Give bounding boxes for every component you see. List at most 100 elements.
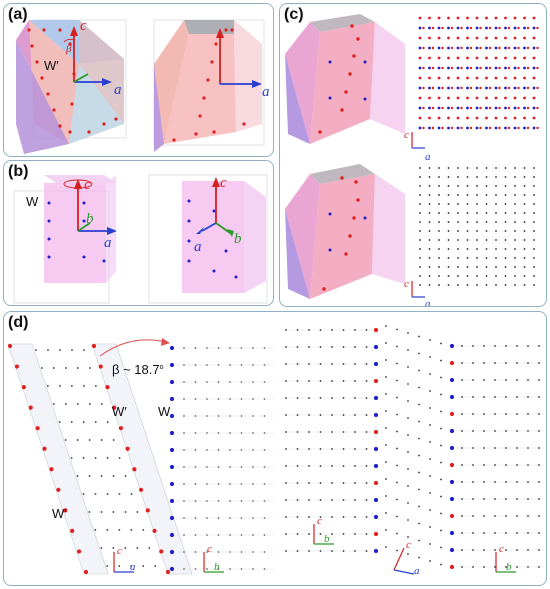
axis-label-a-a-left: a [114,82,122,98]
column-atom [449,360,455,366]
lattice-point [538,498,540,500]
lattice-point [296,329,299,331]
lattice-point [514,194,516,196]
lattice-point [319,448,322,450]
atoms-b-right [187,199,238,279]
red-atom [14,364,20,369]
lattice-point [142,529,145,531]
lattice-point [385,461,387,463]
lattice-point [485,257,488,259]
lattice-point [461,430,463,432]
lattice-point [527,515,529,517]
lattice-point [422,86,425,90]
lattice-point [479,46,482,50]
lattice-point [526,86,530,90]
column-atom [449,564,455,570]
lattice-point [469,66,473,70]
column-atom [373,531,379,537]
lattice-point [526,126,530,130]
lattice-point [475,96,479,100]
lattice-point [396,549,398,552]
lattice-point [407,434,409,436]
lattice-point [476,194,478,196]
lattice-point [308,414,310,416]
lattice-point [523,230,526,232]
lattice-point [447,76,450,80]
lattice-point [447,275,450,277]
lattice-point [532,86,536,90]
lattice-point [513,126,517,130]
lattice-point [498,106,501,110]
lattice-point [76,403,79,405]
lattice-point [533,266,535,268]
lattice-point [538,379,540,381]
axis-label-b-b-left: b [86,211,94,227]
column-atom [449,513,455,519]
lattice-point [466,221,469,223]
lattice-point [100,475,103,477]
lattice-point [94,457,97,459]
lattice-point [532,106,536,110]
lattice-point [418,66,422,70]
lattice-point [136,511,139,513]
lattice-point [456,36,460,40]
lattice-point [507,66,511,70]
lattice-point [504,284,507,286]
lattice-point [472,549,474,551]
lattice-point [418,522,420,525]
lattice-point [58,385,61,387]
lattice-point [513,16,517,20]
lattice-point [466,167,469,169]
lattice-point [385,478,387,480]
axis-label-c-c-top: c [404,129,409,141]
lattice-point [466,230,469,232]
lattice-point [385,376,387,378]
lattice-point [440,359,442,362]
lattice-point [523,36,526,40]
lattice-point [112,439,115,441]
lattice-point [472,566,474,568]
lattice-point [342,397,345,399]
lattice-point [504,203,507,205]
blue-atom [169,362,175,368]
lattice-point [466,106,469,110]
lattice-point [431,126,435,130]
lattice-point [538,447,540,449]
lattice-point [88,403,91,405]
lattice-point [517,106,520,110]
lattice-point [536,86,539,90]
lattice-point [438,194,440,196]
lattice-point [354,380,356,382]
axis-label-c-d-5: c [499,543,504,555]
lattice-point [396,396,398,399]
lattice-point [466,275,469,277]
lattice-point [494,26,498,30]
lattice-point [354,499,356,501]
lattice-point [354,414,356,416]
lattice-point [494,76,498,80]
lattice-point [440,512,442,515]
lattice-point [365,482,368,484]
lattice-point [428,239,431,241]
lattice-point [456,116,460,120]
lattice-point [466,212,469,214]
lattice-point [476,176,478,178]
lattice-point [319,346,322,348]
axes-d-1: c a [113,545,136,573]
lattice-point [488,126,492,130]
lattice-point [422,106,425,110]
lattice-point [527,379,529,381]
lattice-point [469,106,473,110]
lattice-point [428,194,431,196]
panel-d-drawing: β ~ 18.7o W′ W W′ c a c b c b c a [7,325,544,577]
lattice-point [58,421,61,423]
lattice-point [447,203,450,205]
lattice-point [407,451,409,453]
lattice-point [365,329,368,331]
lattice-point [285,482,287,484]
lattice-point [428,96,431,100]
lattice-point [418,488,420,491]
lattice-point [498,66,501,70]
lattice-point [440,495,442,498]
lattice-point [495,257,497,259]
